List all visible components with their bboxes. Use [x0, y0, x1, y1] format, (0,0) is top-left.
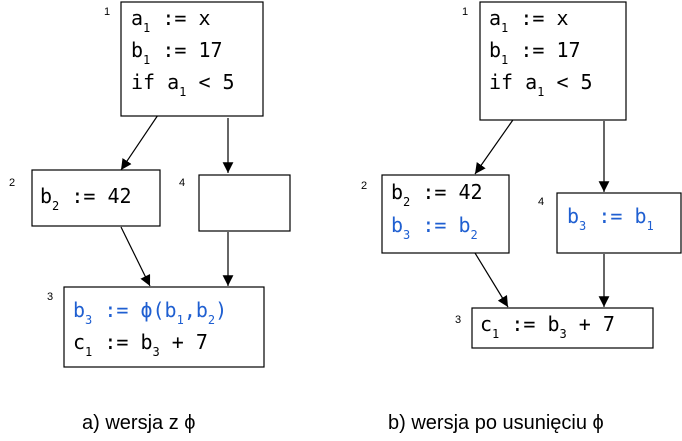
code-text: c: [73, 330, 85, 354]
edge-a-2-3: [120, 226, 151, 287]
block-a-3: 3 b3​ := ϕ(b1​,b2​) c1​ := b3​ + 7: [47, 286, 265, 368]
diagram-b: 1 a1​ := x b1​ := 17 if a1​ < 5 2 b2​ :=…: [361, 1, 682, 434]
code-line: b3​ := ϕ(b1​,b2​): [73, 298, 227, 327]
subscript: 2: [52, 199, 59, 213]
code-text: := b: [92, 330, 152, 354]
code-text: ): [215, 298, 227, 322]
subscript: 1: [501, 53, 508, 67]
block-b-4: 4 b3​ := b1​: [538, 192, 682, 254]
code-text: := 42: [410, 180, 482, 204]
subscript: 1: [492, 327, 499, 341]
subscript: 1: [537, 85, 544, 99]
edge-b-2-3: [474, 252, 509, 308]
code-text: a: [489, 6, 501, 30]
code-text: if a: [489, 70, 537, 94]
code-line: a1​ := x: [131, 6, 211, 35]
code-text: := x: [150, 6, 210, 30]
code-text: b: [131, 38, 143, 62]
subscript: 2: [471, 228, 478, 242]
subscript: 1: [501, 21, 508, 35]
code-line: b3​ := b2​: [391, 213, 478, 242]
edge-b-1-2: [474, 116, 516, 175]
block-number: 4: [538, 196, 544, 208]
caption-b: b) wersja po usunięciu ϕ: [388, 412, 604, 434]
block-number: 1: [462, 6, 468, 18]
code-text: b: [40, 184, 52, 208]
code-text: ,b: [184, 298, 208, 322]
code-line: b3​ := b1​: [567, 204, 654, 233]
diagram-a: 1 a1​ := x b1​ := 17 if a1​ < 5 2 b2​ :=…: [9, 1, 291, 434]
code-line: a1​ := x: [489, 6, 569, 35]
block-number: 3: [455, 314, 461, 326]
code-text: b: [391, 180, 403, 204]
code-text: := b: [410, 213, 470, 237]
caption-a: a) wersja z ϕ: [82, 412, 195, 434]
subscript: 3: [579, 219, 586, 233]
code-text: := ϕ(b: [92, 298, 176, 322]
subscript: 1: [85, 345, 92, 359]
code-text: := b: [586, 204, 646, 228]
code-line: if a1​ < 5: [489, 70, 593, 99]
code-line: if a1​ < 5: [131, 70, 235, 99]
code-text: b: [391, 213, 403, 237]
code-text: := 42: [59, 184, 131, 208]
code-text: < 5: [544, 70, 592, 94]
code-text: if a: [131, 70, 179, 94]
code-line: c1​ := b3​ + 7: [480, 312, 615, 341]
code-text: b: [567, 204, 579, 228]
code-text: c: [480, 312, 492, 336]
code-text: + 7: [160, 330, 208, 354]
subscript: 3: [153, 345, 160, 359]
subscript: 1: [179, 85, 186, 99]
code-text: := b: [499, 312, 559, 336]
block-number: 4: [179, 177, 185, 189]
subscript: 3: [85, 313, 92, 327]
block-number: 2: [361, 180, 367, 192]
block-a-2: 2 b2​ := 42: [9, 169, 161, 227]
block-a-4: 4: [179, 174, 291, 232]
code-text: + 7: [567, 312, 615, 336]
code-text: < 5: [186, 70, 234, 94]
subscript: 2: [208, 313, 215, 327]
edge-a-1-2: [120, 114, 159, 171]
block-a-1: 1 a1​ := x b1​ := 17 if a1​ < 5: [104, 1, 264, 117]
subscript: 2: [403, 195, 410, 209]
subscript: 1: [143, 21, 150, 35]
block-number: 2: [9, 177, 15, 189]
code-text: b: [73, 298, 85, 322]
code-line: b2​ := 42: [40, 184, 132, 213]
block-number: 1: [104, 6, 110, 18]
subscript: 1: [647, 219, 654, 233]
code-line: b2​ := 42: [391, 180, 483, 209]
code-text: := x: [508, 6, 568, 30]
subscript: 3: [403, 228, 410, 242]
subscript: 1: [177, 313, 184, 327]
code-text: b: [489, 38, 501, 62]
code-line: b1​ := 17: [131, 38, 223, 67]
code-text: := 17: [150, 38, 222, 62]
subscript: 3: [560, 327, 567, 341]
subscript: 1: [143, 53, 150, 67]
block-number: 3: [47, 291, 53, 303]
block-b-2: 2 b2​ := 42 b3​ := b2​: [361, 174, 510, 254]
block-b-3: 3 c1​ := b3​ + 7: [455, 307, 654, 349]
code-line: b1​ := 17: [489, 38, 581, 67]
code-text: := 17: [508, 38, 580, 62]
block-b-1: 1 a1​ := x b1​ := 17 if a1​ < 5: [462, 1, 627, 121]
code-text: a: [131, 6, 143, 30]
code-line: c1​ := b3​ + 7: [73, 330, 208, 359]
